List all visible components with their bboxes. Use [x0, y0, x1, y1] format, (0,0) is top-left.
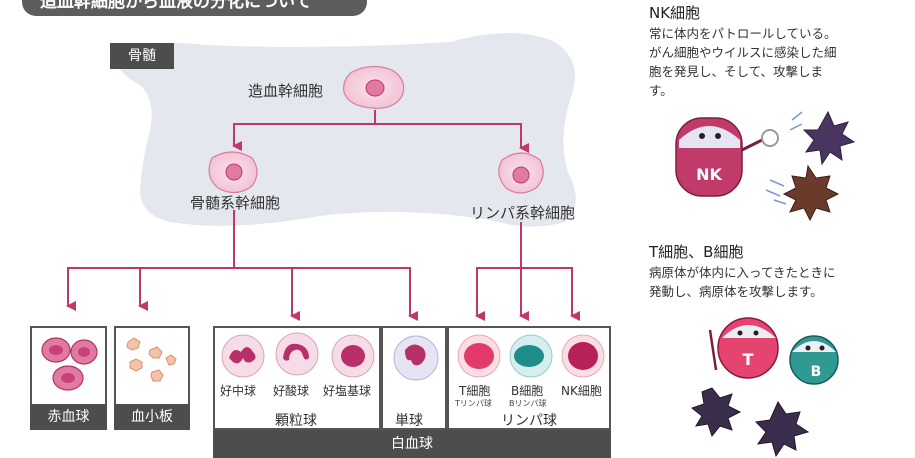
granulocyte-box: 好中球 好酸球 好塩基球 顆粒球	[213, 326, 381, 430]
basophil-label: 好塩基球	[323, 384, 372, 398]
nk-text-line-1: 常に体内をパトロールしている。	[649, 26, 837, 41]
t-cell-icon	[457, 334, 501, 378]
lymphocyte-box: T細胞 Tリンパ球 B細胞 Bリンパ球 NK細胞 リンパ球	[447, 326, 611, 430]
lymphoid-stem-label: リンパ系幹細胞	[470, 204, 576, 222]
nk-text-line-3: 胞を発見し、そして、攻撃しま	[649, 64, 824, 79]
platelet-icon	[126, 337, 177, 382]
granulocyte-icons	[221, 332, 375, 378]
tb-text-line-2: 発動し、病原体を攻撃します。	[649, 284, 823, 299]
tb-section-title: T細胞、B細胞	[649, 243, 744, 261]
platelet-label: 血小板	[114, 404, 190, 430]
rbc-icon	[41, 337, 98, 391]
granulocyte-label: 顆粒球	[275, 413, 317, 429]
nk-cell-label: NK細胞	[561, 384, 602, 398]
rbc-label: 赤血球	[30, 404, 107, 430]
monocyte-box: 単球	[381, 326, 447, 430]
hsc-label: 造血幹細胞	[248, 82, 324, 100]
monocyte-icon	[393, 335, 439, 381]
nk-text-line-2: がん細胞やウイルスに感染した細	[649, 45, 837, 60]
arrow-lines	[66, 110, 580, 321]
myeloid-stem-label: 骨髄系幹細胞	[190, 194, 281, 212]
wbc-label: 白血球	[213, 430, 611, 458]
eosinophil-label: 好酸球	[273, 384, 310, 398]
tb-section-text: 病原体が体内に入ってきたときに 発動し、病原体を攻撃します。	[649, 263, 909, 301]
lymphocyte-label: リンパ球	[501, 413, 557, 429]
b-cell-icon	[509, 334, 553, 378]
neutrophil-label: 好中球	[220, 384, 257, 398]
b-cell-label: B細胞	[511, 384, 544, 398]
nk-section-text: 常に体内をパトロールしている。 がん細胞やウイルスに感染した細 胞を発見し、そし…	[649, 24, 909, 100]
b-cell-sublabel: Bリンパ球	[509, 399, 547, 408]
tb-text-line-1: 病原体が体内に入ってきたときに	[649, 265, 836, 280]
eosinophil-icon	[275, 332, 319, 376]
hsc-cell-icon	[343, 65, 405, 109]
nk-text-line-4: す。	[649, 83, 673, 98]
myeloid-stem-cell-icon	[208, 151, 258, 194]
lymphocyte-icons	[457, 334, 605, 378]
nk-cell-icon	[561, 334, 605, 378]
page-title: 造血幹細胞から血液の分化について	[22, 0, 367, 16]
monocyte-label: 単球	[395, 413, 423, 429]
nk-section-title: NK細胞	[649, 4, 701, 22]
t-cell-label: T細胞	[459, 384, 491, 398]
basophil-icon	[331, 334, 375, 378]
bone-marrow-label: 骨髄	[110, 43, 174, 69]
bone-marrow-shape	[116, 33, 576, 227]
t-cell-sublabel: Tリンパ球	[455, 399, 492, 408]
neutrophil-icon	[221, 334, 265, 378]
lymphoid-stem-cell-icon	[498, 152, 544, 194]
